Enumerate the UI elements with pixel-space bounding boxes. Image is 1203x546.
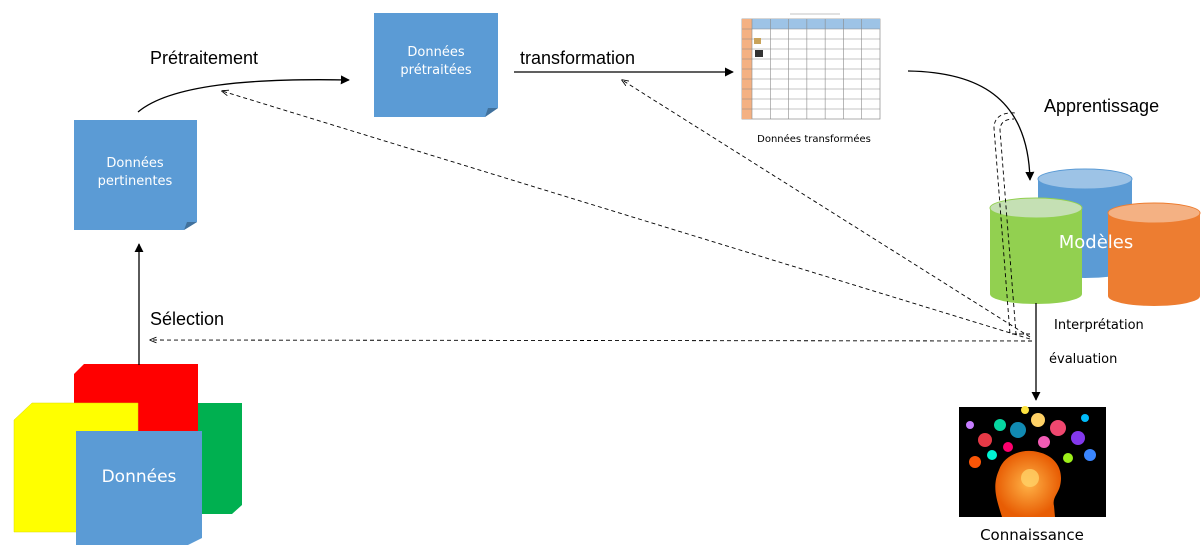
feedback-to-apprentissage	[993, 112, 1030, 335]
label-evaluation: évaluation	[1049, 352, 1117, 367]
doc-donnees-pretraitees: Données prétraitées	[374, 13, 498, 117]
feedback-to-pretraitement	[222, 91, 1031, 340]
doc-blue-donnees	[76, 431, 202, 545]
doc-donnees-pertinentes: Données pertinentes	[74, 120, 197, 230]
arrow-pretraitement	[137, 75, 350, 113]
arrow-apprentissage	[907, 70, 1035, 181]
table-cell-image	[755, 50, 763, 57]
pertinentes-line1: Données	[106, 156, 163, 171]
transformed-data-table: Données transformées	[741, 13, 881, 145]
pretraitees-line2: prétraitées	[400, 63, 471, 78]
table-grid	[742, 19, 880, 119]
label-pretraitement: Prétraitement	[150, 48, 258, 68]
models-cylinders: Modèles	[989, 168, 1201, 306]
transformees-label: Données transformées	[757, 133, 871, 145]
pretraitees-line1: Données	[407, 45, 464, 60]
label-interpretation: Interprétation	[1054, 318, 1144, 333]
label-selection: Sélection	[150, 309, 224, 329]
feedback-to-selection	[150, 340, 1033, 341]
feedback-to-apprentissage-inner	[999, 118, 1024, 335]
raw-data-documents: Données	[13, 364, 242, 545]
knowledge-head-image: Connaissance	[959, 406, 1106, 544]
modeles-label: Modèles	[1059, 232, 1134, 253]
flow-arrows	[134, 67, 1041, 401]
label-transformation: transformation	[520, 48, 635, 68]
table-cell-image	[754, 38, 761, 44]
label-apprentissage: Apprentissage	[1044, 96, 1159, 116]
pertinentes-line2: pertinentes	[98, 174, 173, 189]
donnees-label: Données	[102, 467, 177, 487]
feedback-to-transformation	[622, 80, 1031, 338]
feedback-arrows	[150, 80, 1033, 341]
connaissance-label: Connaissance	[980, 526, 1084, 544]
